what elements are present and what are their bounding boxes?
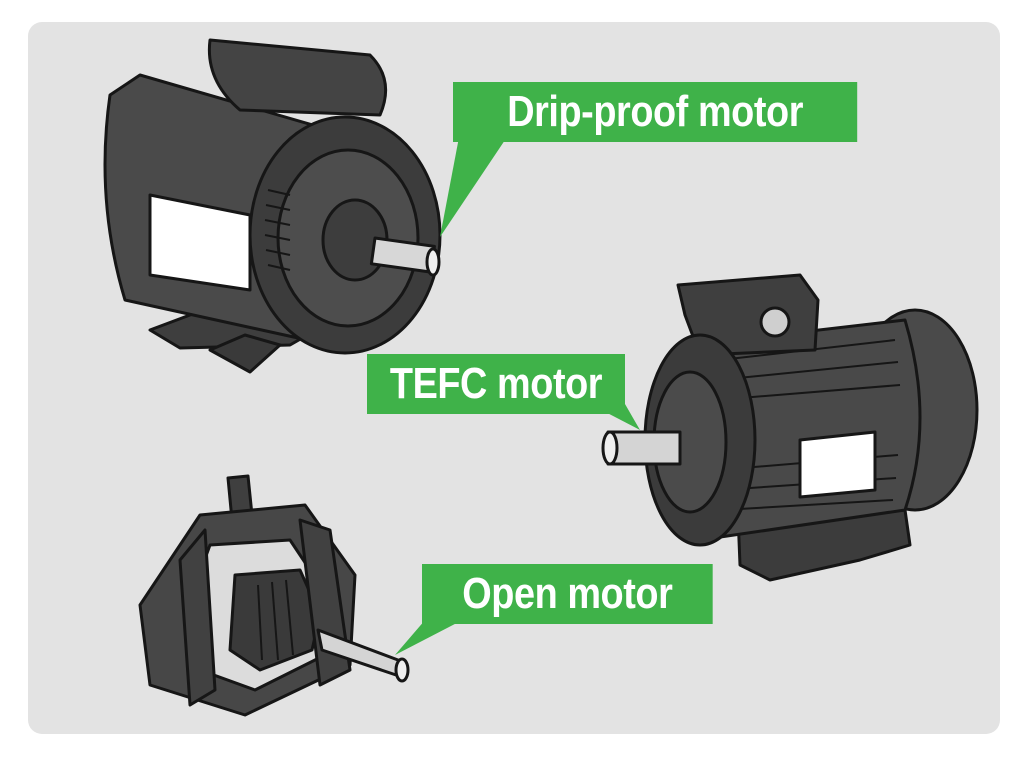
open-motor-icon (138, 474, 410, 717)
drip-proof-motor-label: Drip-proof motor (453, 82, 858, 142)
drip-proof-pointer (440, 132, 505, 237)
drip-proof-motor-icon (103, 38, 442, 374)
tefc-motor-label: TEFC motor (367, 354, 625, 414)
open-motor-label: Open motor (422, 564, 713, 624)
tefc-motor-icon (601, 273, 979, 582)
